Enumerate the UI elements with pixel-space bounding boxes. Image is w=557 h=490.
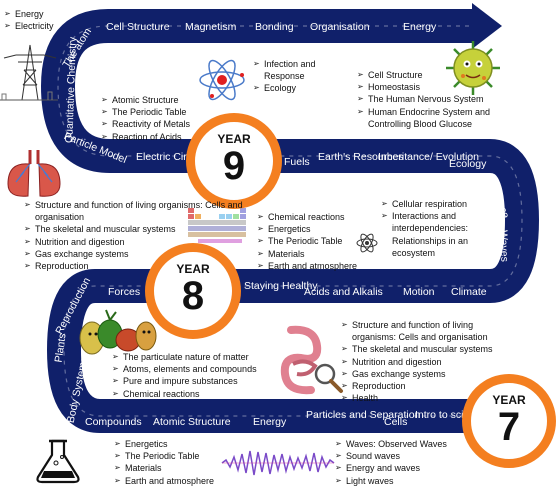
road-path [40,9,540,433]
list-item: Earth and atmosphere [257,260,367,272]
road-label-energy: Energy [403,21,437,33]
road-label-cells: Cells [384,416,408,428]
flask-icon [36,439,80,484]
year9-infection-list: Infection and Response Ecology [253,58,333,95]
road-label-climate: Climate [451,286,487,298]
list-item: Cell Structure [357,69,505,81]
list-item: Gas exchange systems [341,368,517,380]
list-item: Materials [114,462,234,474]
year9-badge: YEAR 9 [186,113,282,209]
road-label-acids-and-alkalis: Acids and Alkalis [304,286,383,298]
list-item: Ecology [253,82,333,94]
list-item: Reproduction [24,260,262,272]
road-label-waves: Waves [497,229,511,263]
road-label-staying-healthy: Staying Healthy [244,280,318,292]
year7-matter-list: The particulate nature of matter Atoms, … [112,351,272,400]
list-item: Light waves [335,475,455,487]
pylon-icon [0,44,58,101]
list-item: Gas exchange systems [24,248,262,260]
vegetables-icon [79,309,157,355]
road-label-ecology: Ecology [449,158,487,170]
road-label-magnetism: Magnetism [185,21,237,33]
year9-label: YEAR [217,132,251,146]
list-item: Chemical reactions [112,388,272,400]
list-item: Cellular respiration [381,198,489,210]
list-item: Structure and function of living organis… [24,199,262,223]
list-item: Atoms, elements and compounds [112,363,272,375]
road-arrowhead [472,3,502,49]
road-label-atomic-structure: Atomic Structure [153,416,231,428]
list-item: The Periodic Table [101,106,201,118]
list-item: Reaction of Acids [101,131,201,143]
year8-label: YEAR [176,262,210,276]
list-item: Earth and atmosphere [114,475,234,487]
list-item: The Human Nervous System [357,93,505,105]
list-item: The particulate nature of matter [112,351,272,363]
list-item: Nutrition and digestion [24,236,262,248]
atom-icon [199,59,245,101]
year9-biology-list: Cell Structure Homeostasis The Human Ner… [357,69,505,130]
road-label-earths-resources: Earth's Resources [318,151,404,163]
year8-badge: YEAR 8 [145,243,241,339]
year7-number: 7 [497,405,521,449]
list-item: Infection and Response [253,58,333,82]
year9-number: 9 [222,144,246,188]
lungs-icon [7,150,61,197]
year8-chemistry-list: Chemical reactions Energetics The Period… [257,211,367,272]
road-label-energy: Energy [253,416,287,428]
year7-badge: YEAR 7 [462,374,556,468]
list-item: Electricity [4,20,54,32]
road-label-particles-and-separation: Particles and Separation [306,409,421,421]
year7-waves-list: Waves: Observed Waves Sound waves Energy… [335,438,455,487]
road-label-organisation: Organisation [310,21,370,33]
road-label-electric-circuits: Electric Circuits [136,151,209,163]
list-item: The skeletal and muscular systems [341,343,517,355]
list-item: Reproduction [341,380,517,392]
list-item: The Periodic Table [114,450,234,462]
list-item: Waves: Observed Waves [335,438,455,450]
year9-chemistry-list: Atomic Structure The Periodic Table Reac… [101,94,201,143]
road-label-cell-structure: Cell Structure [106,21,170,33]
list-item: Materials [257,248,367,260]
road-centerline [57,25,523,417]
digestive-system-icon [280,325,343,395]
road-label-fuels: Fuels [284,156,310,168]
road-label-bonding: Bonding [255,21,294,33]
road-label-intro-to-science: Intro to science [415,409,487,421]
list-item: Human Endocrine System and Controlling B… [357,106,505,130]
list-item: Homeostasis [357,81,505,93]
list-item: The Periodic Table [257,235,367,247]
road-label-forces: Forces [108,286,141,298]
year7-energetics-list: Energetics The Periodic Table Materials … [114,438,234,487]
list-item: Pure and impure substances [112,375,272,387]
year7-label: YEAR [492,393,526,407]
list-item: Structure and function of living organis… [341,319,517,343]
year8-biology-list: Structure and function of living organis… [24,199,262,272]
list-item: Energetics [257,223,367,235]
road-label-compounds: Compounds [85,416,142,428]
year7-biology-list: Structure and function of living organis… [341,319,517,405]
list-item: Interactions and interdependencies: Rela… [381,210,489,259]
top-left-list: Energy Electricity [4,8,54,33]
list-item: Energy [4,8,54,20]
list-item: Reactivity of Metals [101,118,201,130]
road-label-inheritance-evolution: Inheritance/ Evolution [378,151,479,163]
list-item: Nutrition and digestion [341,356,517,368]
sound-wave-icon [221,450,335,476]
year8-respiration-list: Cellular respiration Interactions and in… [381,198,489,259]
list-item: Health [341,392,517,404]
list-item: Energetics [114,438,234,450]
list-item: Energy and waves [335,462,455,474]
list-item: Sound waves [335,450,455,462]
list-item: The skeletal and muscular systems [24,223,262,235]
road-label-motion: Motion [403,286,435,298]
year8-number: 8 [181,274,205,318]
list-item: Chemical reactions [257,211,367,223]
list-item: Atomic Structure [101,94,201,106]
